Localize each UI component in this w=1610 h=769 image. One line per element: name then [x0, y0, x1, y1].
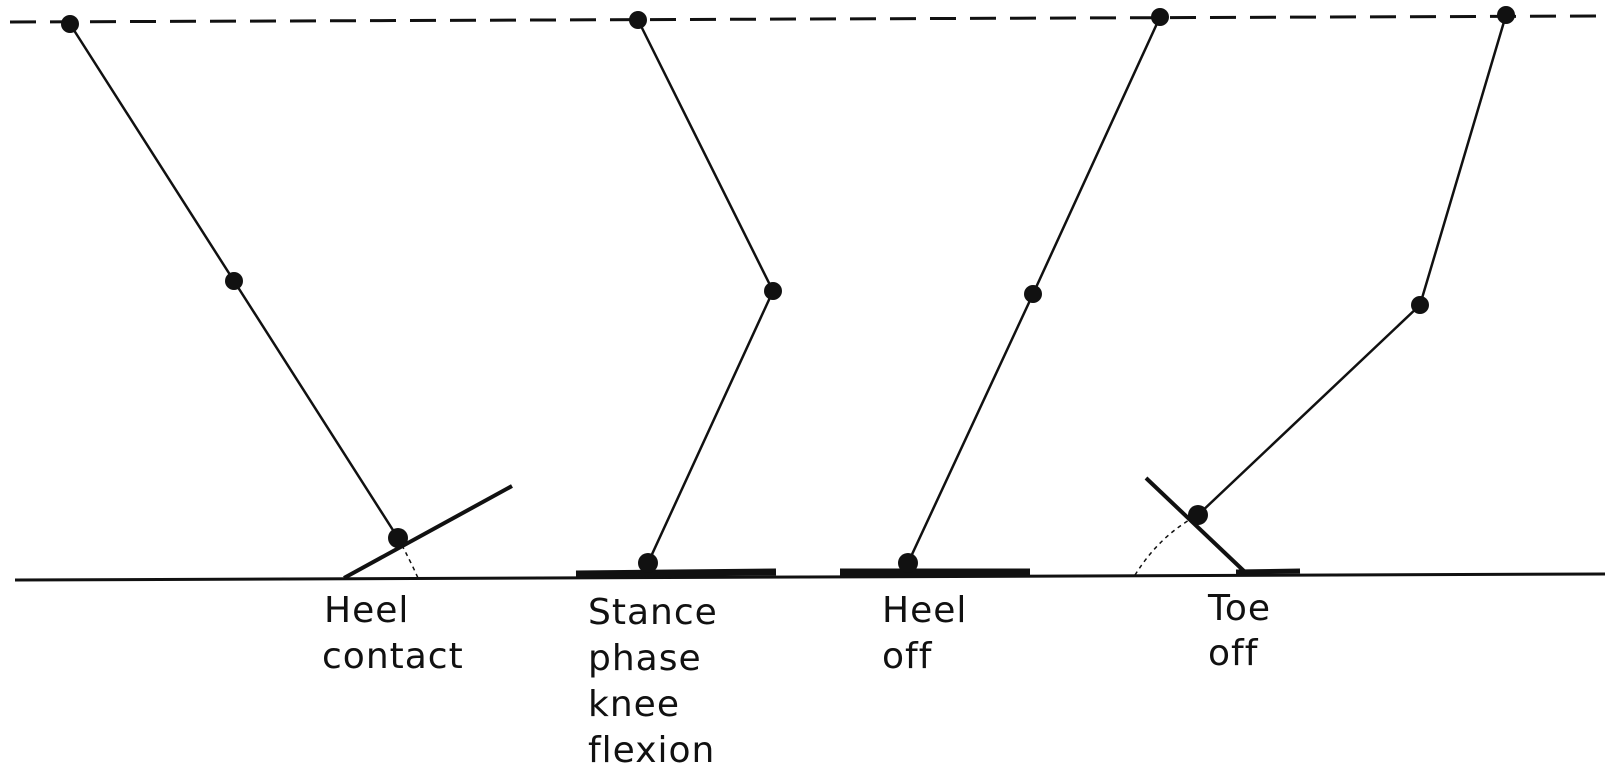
label-line: Toe: [1207, 588, 1271, 629]
knee-joint: [1411, 296, 1429, 314]
foot: [343, 484, 513, 580]
hip-joint: [1497, 6, 1515, 24]
ankle-joint: [1188, 505, 1208, 525]
leg-toe-off: [1134, 6, 1515, 576]
leg-heel-contact: [61, 15, 513, 580]
leg-stance-knee-flexion: [575, 11, 782, 578]
ankle-joint: [898, 553, 918, 573]
label-line: Heel: [882, 590, 967, 631]
stance-phase-knee-flexion-label: Stance phase knee flexion: [588, 592, 730, 769]
label-line: off: [1208, 633, 1259, 674]
leg-segments: [1197, 14, 1508, 516]
foot: [575, 568, 777, 578]
label-line: knee: [588, 684, 680, 725]
ankle-joint: [388, 528, 408, 548]
label-line: off: [882, 636, 933, 677]
label-line: Stance: [588, 592, 718, 633]
hip-joint: [61, 15, 79, 33]
leg-heel-off: [840, 8, 1169, 576]
label-line: phase: [588, 638, 702, 679]
hip-level-dashed-line: [9, 14, 1606, 24]
heel-contact-label: Heel contact: [322, 590, 464, 677]
toe-off-label: Toe off: [1207, 588, 1284, 674]
leg-segments: [636, 19, 775, 564]
label-line: contact: [322, 636, 464, 677]
hip-joint: [629, 11, 647, 29]
knee-joint: [764, 282, 782, 300]
label-line: flexion: [588, 730, 715, 769]
knee-joint: [1024, 285, 1042, 303]
ankle-angle-arc: [1134, 514, 1199, 576]
ground-line: [14, 572, 1606, 582]
knee-joint: [225, 272, 243, 290]
heel-off-label: Heel off: [882, 590, 980, 677]
ankle-joint: [638, 553, 658, 573]
foot: [1144, 476, 1248, 575]
label-line: Heel: [324, 590, 409, 631]
hip-joint: [1151, 8, 1169, 26]
toe-contact: [1235, 568, 1301, 575]
